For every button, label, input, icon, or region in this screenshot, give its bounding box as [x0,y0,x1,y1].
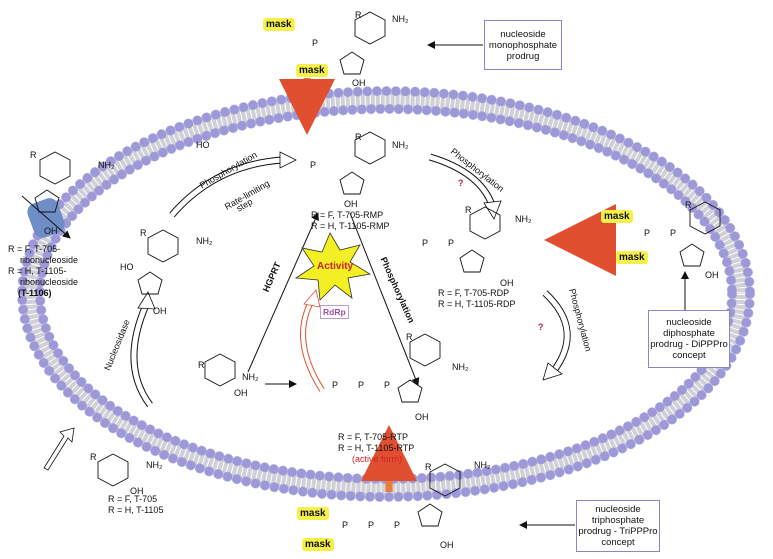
uptake-arrow-1 [21,195,71,239]
atom-ho-left: HO [196,140,210,150]
atom-p-di-1: P [644,228,651,238]
atom-p-mono: P [312,38,319,48]
atom-r-left: R [30,150,37,160]
atom-p-rtp-3: P [384,380,391,390]
mask-label-mono-1: mask [263,18,295,31]
mono-box-line-2: monophosphate [488,39,558,51]
caption-riboside-2: ribonucleoside [20,255,79,265]
caption-riboside-4: ribonucleoside [20,277,79,287]
atom-nh2-riboside: NH₂ [196,236,213,246]
label-rdrp: RdRp [320,305,349,319]
curved-arrow-rdrp [300,289,325,392]
di-box-line-4: concept [672,350,706,361]
atom-nh2-base: NH₂ [242,372,259,382]
label-question-1: ? [458,178,464,188]
atom-r-bottom: R [90,452,97,462]
atom-r-tri: R [425,462,432,472]
atom-ho-riboside: HO [120,262,134,272]
caption-riboside-1: R = F, T-705- [8,244,61,254]
tri-box-line-3: prodrug - TriPPPro [578,526,658,537]
caption-rmp-2: R = H, T-1105-RMP [311,221,390,231]
hgprt-arrow [247,212,319,373]
di-box-line-2: diphosphate [663,328,715,339]
caption-active-form: (active form) [352,454,403,464]
mask-label-tri-2: mask [302,538,334,551]
tri-box-line-2: triphosphate [591,515,645,526]
atom-oh-rtp: OH [415,412,429,422]
atom-oh-top: OH [352,78,366,88]
atom-p-tri-1: P [342,520,349,530]
transporter-channel [27,198,65,238]
atom-p-tri-3: P [394,520,401,530]
atom-r-rdp: R [465,205,472,215]
atom-nh2-rmp: NH₂ [392,140,409,150]
curved-arrow-phosphorylation-2 [428,153,502,220]
caption-rtp-2: R = H, T-1105-RTP [338,443,415,453]
tri-prodrug-box: nucleoside triphosphate prodrug - TriPPP… [576,500,660,552]
atom-p-rdp-2: P [448,238,455,248]
atom-nh2-bottom: NH₂ [146,460,163,470]
activity-star [294,232,372,301]
mask-label-di-1: mask [601,210,633,223]
mask-label-tri-1: mask [297,507,329,520]
atom-oh-bottom: OH [130,486,144,496]
atom-nh2-rdp: NH₂ [515,214,532,224]
di-box-line-1: nucleoside [666,317,712,328]
di-prodrug-box: nucleoside diphosphate prodrug - DiPPPro… [648,310,730,368]
caption-base-2: R = H, T-1105 [108,505,164,515]
open-arrow-base-uptake [43,427,75,471]
atom-r-di: R [685,200,692,210]
atom-oh-base: OH [234,388,248,398]
atom-oh-di: OH [705,270,719,280]
atom-p-rtp-1: P [332,380,339,390]
atom-nh2-top: NH₂ [392,14,409,24]
caption-riboside-3: R = H, T-1105- [8,266,67,276]
curved-arrow-phosphorylation-1 [169,151,297,218]
atom-r-rmp: R [355,132,362,142]
atom-nh2-tri: NH₂ [474,460,491,470]
ring-structures [34,11,721,527]
label-activity: Activity [317,261,354,272]
atom-r-riboside: R [140,228,147,238]
atom-nh2-rtp: NH₂ [452,362,469,372]
di-box-line-3: prodrug - DiPPPro [650,339,728,350]
caption-rtp-1: R = F, T-705-RTP [338,432,408,442]
atom-r-rtp: R [406,332,413,342]
mono-box-line-3: prodrug [506,50,540,62]
caption-rdp-1: R = F, T-705-RDP [438,288,510,298]
atom-r-base: R [198,360,205,370]
atom-p-rmp: P [310,160,317,170]
caption-riboside-5: (T-1106) [18,288,52,298]
tri-box-line-1: nucleoside [595,504,641,515]
atom-p-rtp-2: P [358,380,365,390]
curved-arrow-phosphorylation-3 [542,290,571,381]
atom-nh2-left: NH₂ [98,160,115,170]
mono-box-line-1: nucleoside [500,28,546,40]
atom-oh-riboside: OH [153,306,167,316]
caption-base-1: R = F, T-705 [108,494,158,504]
atom-oh-rdp: OH [500,278,514,288]
atom-oh-rmp: OH [344,199,358,209]
mask-label-di-2: mask [616,251,648,264]
curved-arrow-nucleosidase [130,291,156,408]
atom-oh-left: OH [44,226,58,236]
atom-p-di-2: P [670,228,677,238]
label-question-2: ? [538,322,544,332]
caption-rmp-1: R = F, T-705-RMP [311,210,384,220]
tri-box-line-4: concept [601,537,635,548]
atom-p-rdp-1: P [422,238,429,248]
atom-oh-tri: OH [440,540,454,550]
atom-p-tri-2: P [368,520,375,530]
mono-prodrug-box: nucleoside monophosphate prodrug [484,20,562,70]
caption-rdp-2: R = H, T-1105-RDP [438,299,516,309]
phosphorylation-rtp-arrow [349,212,420,386]
mask-label-mono-2: mask [296,64,328,77]
atom-r-top: R [355,10,362,20]
